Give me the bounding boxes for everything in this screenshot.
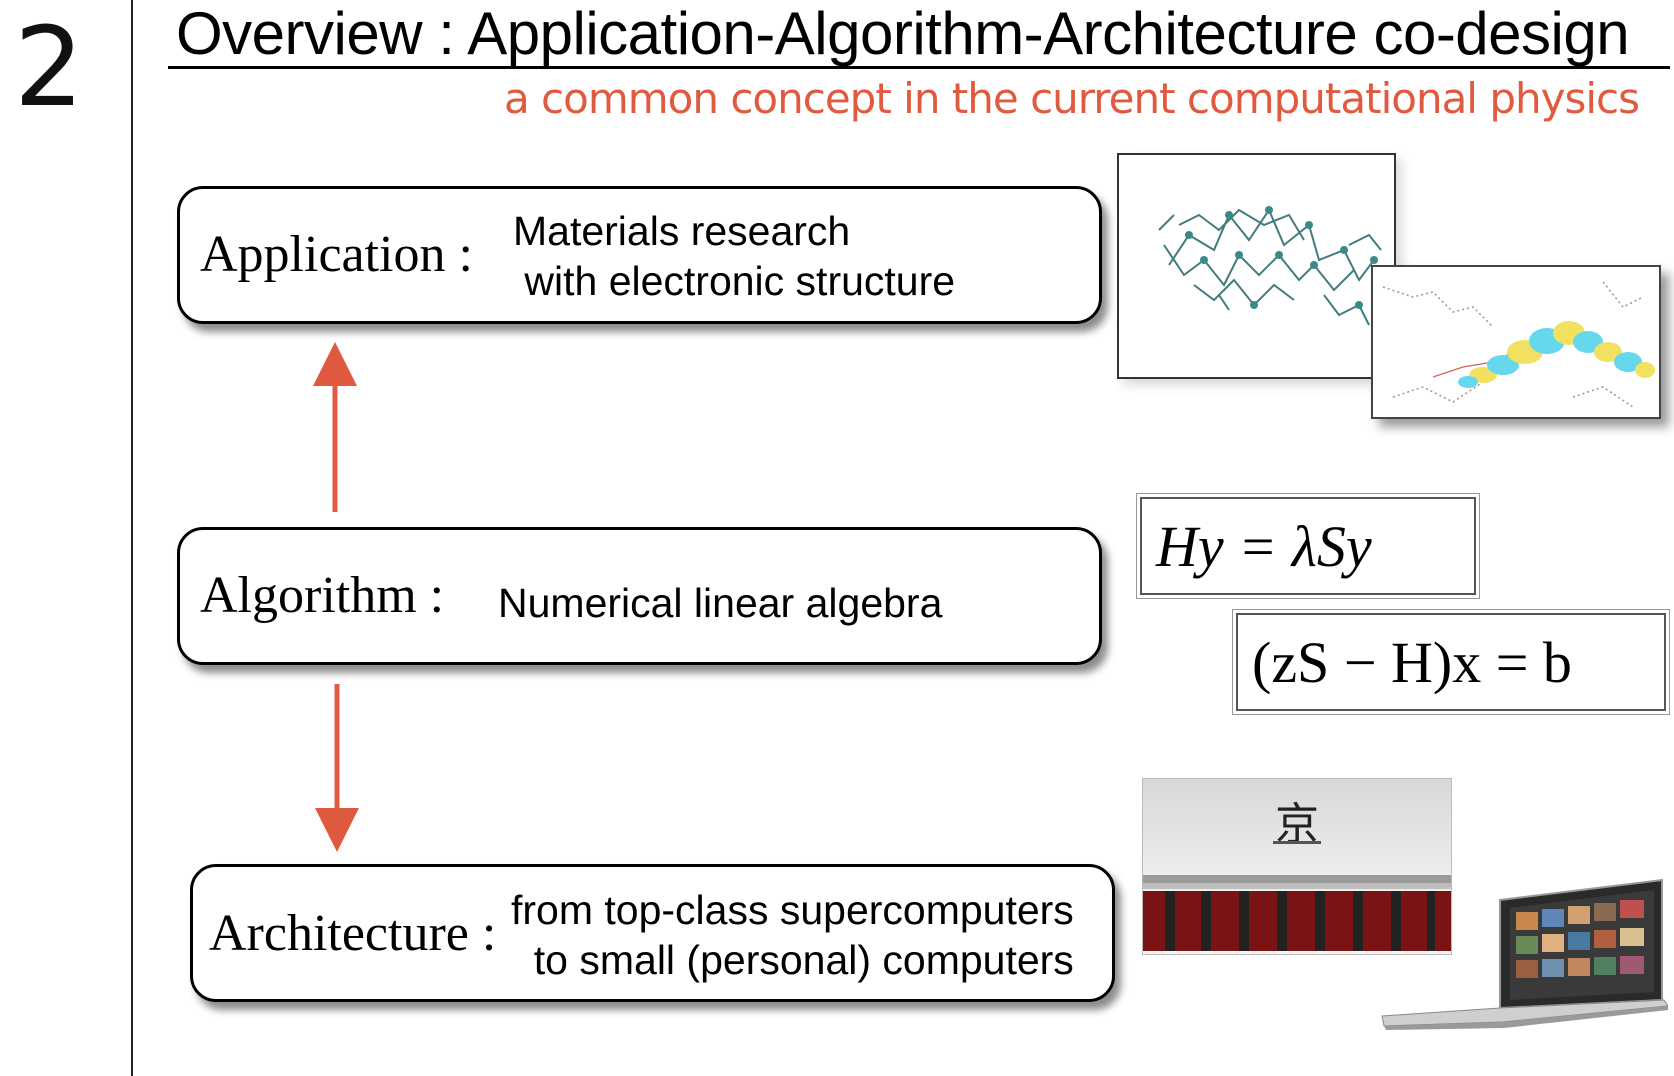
arrow-up-icon (313, 342, 357, 512)
molecule-structure-image (1117, 153, 1396, 379)
laptop-image (1372, 876, 1669, 1034)
application-text-line1: Materials research (513, 208, 851, 254)
molecule-icon (1158, 206, 1382, 326)
algorithm-label: Algorithm : (200, 567, 445, 624)
architecture-text-line1: from top-class supercomputers (511, 887, 1074, 933)
architecture-text: from top-class supercomputers to small (… (511, 885, 1074, 985)
application-box: Application : Materials research with el… (177, 186, 1102, 324)
application-text-line2: with electronic structure (513, 258, 956, 305)
eigenvalue-equation: Hy = λSy (1136, 493, 1480, 599)
slide-number: 2 (14, 3, 84, 131)
slide-title: Overview : Application-Algorithm-Archite… (176, 0, 1630, 67)
laptop-icon (1381, 878, 1669, 1030)
linear-system-equation: (zS − H)x = b (1232, 609, 1670, 715)
arrow-down-icon (315, 684, 359, 852)
architecture-text-line2: to small (personal) computers (533, 937, 1074, 984)
orbital-icon (1382, 281, 1655, 408)
application-label: Application : (200, 226, 473, 283)
electronic-orbital-image (1371, 265, 1661, 419)
margin-rule (131, 0, 133, 1076)
title-underline (168, 66, 1670, 69)
architecture-label: Architecture : (209, 905, 497, 962)
supercomputer-icon: 京 (1143, 799, 1451, 951)
architecture-box: Architecture : from top-class supercompu… (190, 864, 1115, 1002)
algorithm-box: Algorithm : Numerical linear algebra (177, 527, 1102, 665)
supercomputer-image: 京 (1142, 778, 1452, 955)
algorithm-text: Numerical linear algebra (498, 580, 943, 626)
slide-subtitle: a common concept in the current computat… (503, 74, 1640, 123)
application-text: Materials research with electronic struc… (513, 206, 955, 306)
